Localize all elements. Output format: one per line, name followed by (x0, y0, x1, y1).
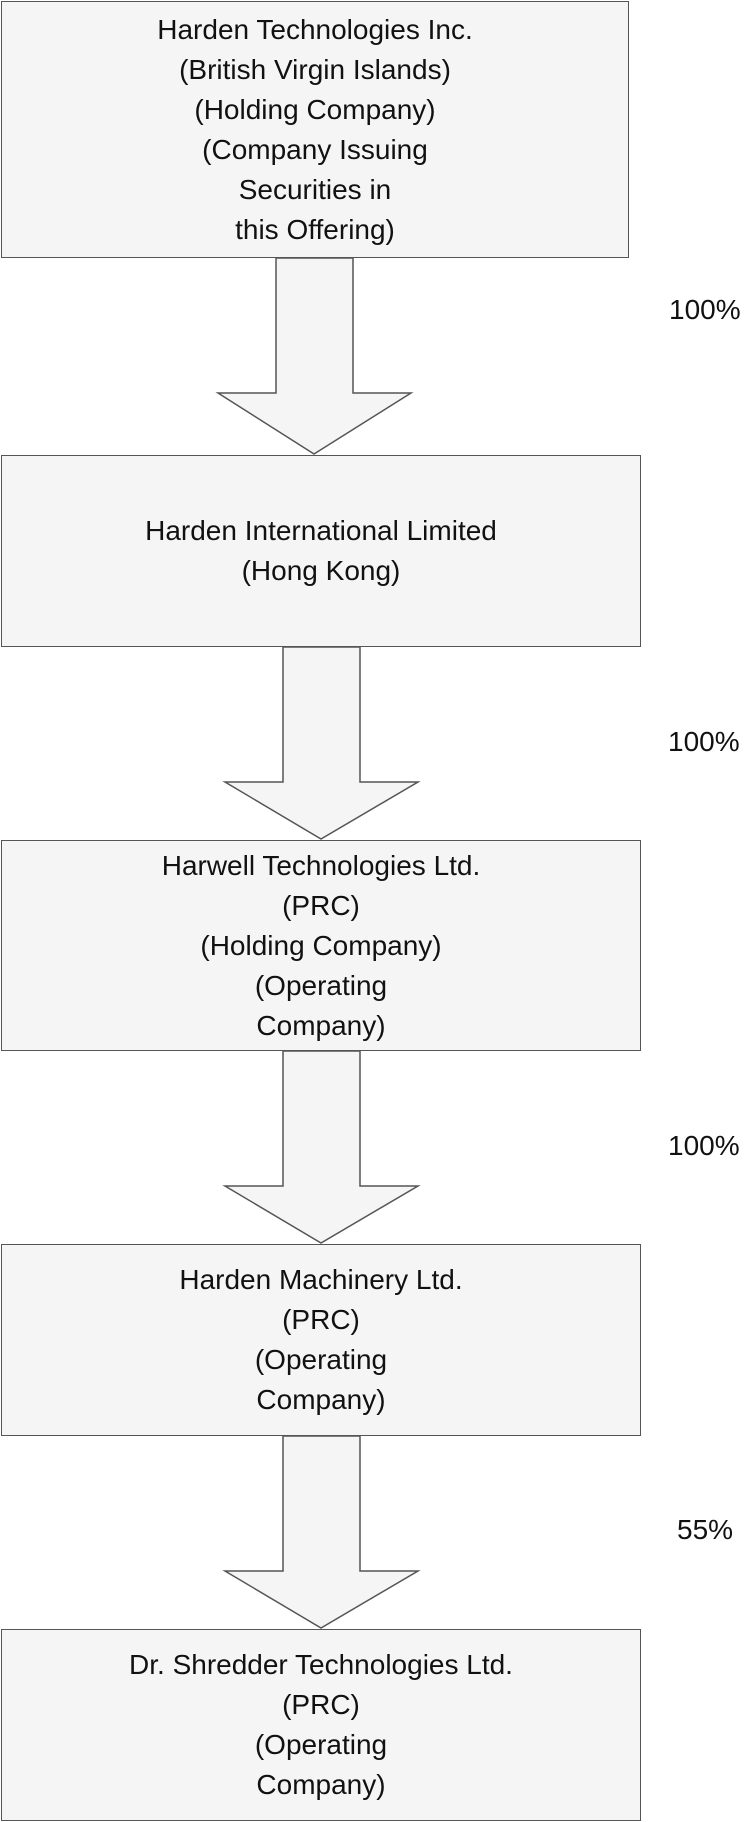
entity-jurisdiction: (Hong Kong) (241, 555, 401, 586)
entity-jurisdiction: (PRC) (282, 1304, 360, 1335)
entity-box-harden-machinery: Harden Machinery Ltd. (PRC) (Operating C… (1, 1244, 641, 1436)
ownership-percent-3: 100% (668, 1130, 740, 1161)
entity-jurisdiction: (PRC) (282, 889, 360, 921)
arrow-4 (222, 1435, 421, 1629)
entity-role: (Operating (254, 1344, 388, 1375)
entity-role: (Operating (254, 969, 388, 1001)
entity-role: this Offering) (235, 213, 395, 245)
entity-jurisdiction: (PRC) (282, 1689, 360, 1720)
entity-role: Securities in (238, 173, 392, 205)
entity-box-harden-international: Harden International Limited (Hong Kong) (1, 455, 641, 647)
entity-name: Harden Technologies Inc. (157, 13, 473, 45)
entity-box-harwell-technologies: Harwell Technologies Ltd. (PRC) (Holding… (1, 840, 641, 1051)
entity-name: Harden Machinery Ltd. (179, 1264, 463, 1295)
ownership-percent-4: 55% (677, 1514, 734, 1545)
entity-role: (Operating (254, 1729, 388, 1760)
ownership-percent-2: 100% (668, 726, 740, 757)
entity-name: Dr. Shredder Technologies Ltd. (129, 1649, 513, 1680)
entity-role: Company) (256, 1384, 386, 1415)
arrow-3 (222, 1050, 421, 1244)
arrow-2 (222, 646, 421, 840)
entity-name: Harwell Technologies Ltd. (161, 849, 481, 881)
entity-box-dr-shredder: Dr. Shredder Technologies Ltd. (PRC) (Op… (1, 1629, 641, 1821)
entity-role: Company) (256, 1009, 386, 1041)
entity-jurisdiction: (British Virgin Islands) (179, 53, 451, 85)
arrow-1 (215, 257, 414, 455)
entity-role: (Company Issuing (202, 133, 428, 165)
entity-role: (Holding Company) (194, 93, 436, 125)
entity-box-harden-technologies: Harden Technologies Inc. (British Virgin… (1, 1, 629, 258)
entity-role: (Holding Company) (200, 929, 442, 961)
entity-name: Harden International Limited (145, 515, 497, 546)
entity-role: Company) (256, 1769, 386, 1800)
ownership-percent-1: 100% (669, 294, 741, 325)
